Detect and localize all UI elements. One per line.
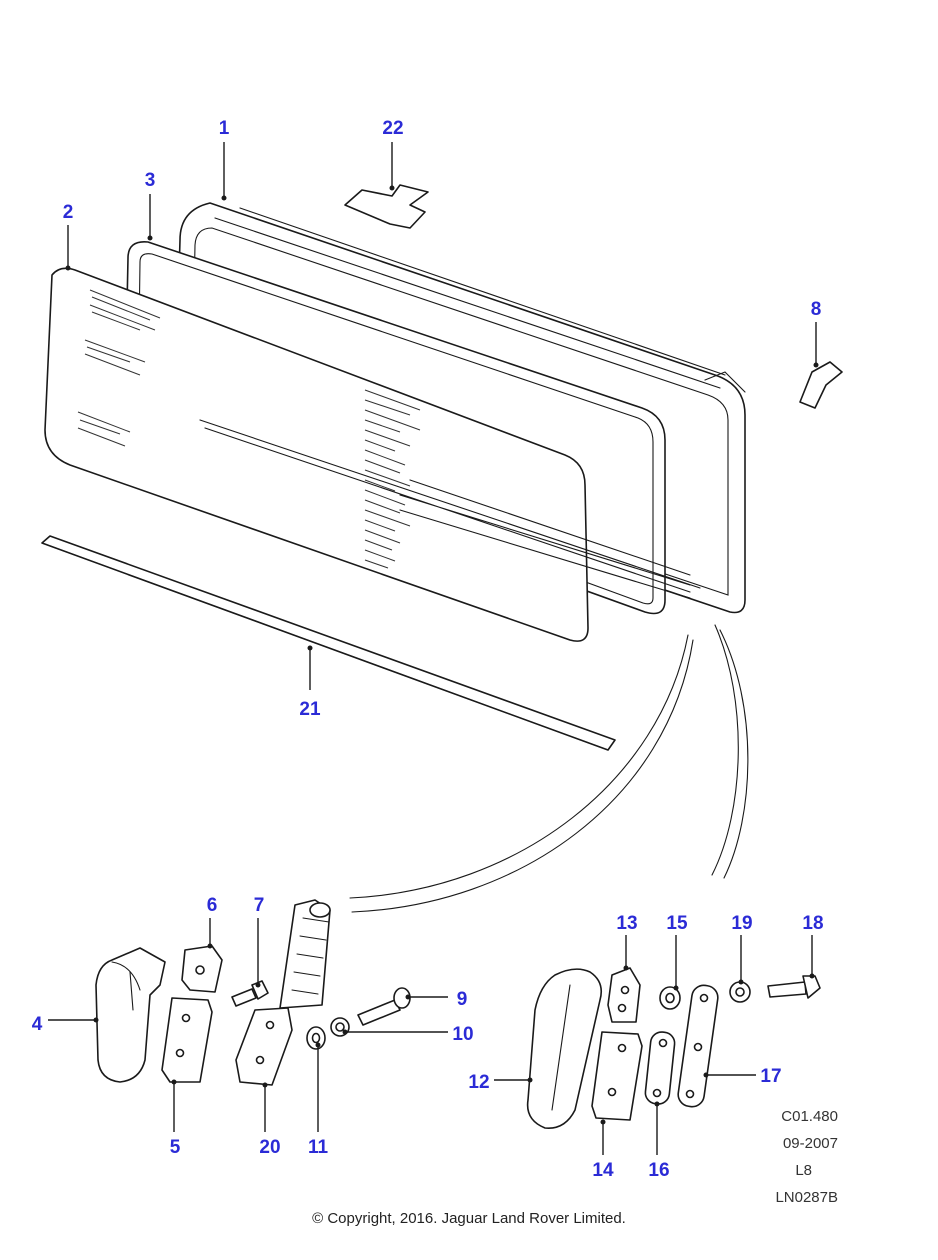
- part-16-link: [644, 1031, 676, 1105]
- part-11-washer: [306, 1026, 326, 1050]
- part-7-screw: [231, 980, 269, 1007]
- callout-15: 15: [666, 913, 688, 934]
- part-19-washer: [729, 981, 751, 1003]
- part-13-hinge-plate-top: [607, 967, 641, 1023]
- part-15-washer: [659, 986, 681, 1010]
- part-8-clip: [799, 361, 843, 409]
- callout-8: 8: [811, 299, 822, 320]
- part-22-pad: [344, 184, 429, 229]
- callout-7: 7: [254, 895, 265, 916]
- part-21-bottom-strip: [41, 535, 616, 751]
- callout-1: 1: [219, 118, 230, 139]
- part-12-hinge-cover: [526, 968, 603, 1129]
- part-9-bolt: [357, 987, 411, 1026]
- callout-13: 13: [616, 913, 637, 934]
- callout-11: 11: [308, 1137, 329, 1158]
- callout-22: 22: [382, 118, 403, 139]
- callout-19: 19: [731, 913, 752, 934]
- callout-3: 3: [145, 170, 156, 191]
- detail-arcs: [349, 624, 749, 913]
- callout-14: 14: [592, 1160, 614, 1181]
- part-6-hinge-plate-top: [181, 945, 223, 993]
- callout-16: 16: [648, 1160, 669, 1181]
- callout-5: 5: [170, 1137, 181, 1158]
- callout-2: 2: [63, 202, 74, 223]
- part-17-link: [677, 984, 719, 1108]
- part-5-hinge-plate: [161, 997, 213, 1083]
- callout-10: 10: [452, 1024, 473, 1045]
- callout-21: 21: [299, 699, 321, 720]
- callout-20: 20: [259, 1137, 280, 1158]
- reference-code: C01.480: [781, 1108, 838, 1125]
- part-20-hinge-arm: [235, 899, 331, 1086]
- glazing-strip-lines: [199, 419, 701, 599]
- callout-labels: 1 22 3 2 8 21 6 7 13 15 19 18 9 4 10 17 …: [32, 118, 824, 1181]
- reference-drawing-number: LN0287B: [775, 1189, 838, 1206]
- callout-18: 18: [802, 913, 823, 934]
- reference-date: 09-2007: [782, 1135, 838, 1152]
- part-14-hinge-plate: [591, 1031, 643, 1121]
- callout-6: 6: [207, 895, 218, 916]
- part-18-screw: [767, 975, 821, 999]
- callout-9: 9: [457, 989, 468, 1010]
- callout-4: 4: [32, 1014, 43, 1035]
- leader-lines: [48, 142, 819, 1155]
- copyright-notice: © Copyright, 2016. Jaguar Land Rover Lim…: [312, 1210, 626, 1227]
- part-4-hinge-cover: [95, 947, 166, 1083]
- callout-17: 17: [760, 1066, 781, 1087]
- callout-12: 12: [468, 1072, 489, 1093]
- reference-level: L8: [795, 1162, 812, 1179]
